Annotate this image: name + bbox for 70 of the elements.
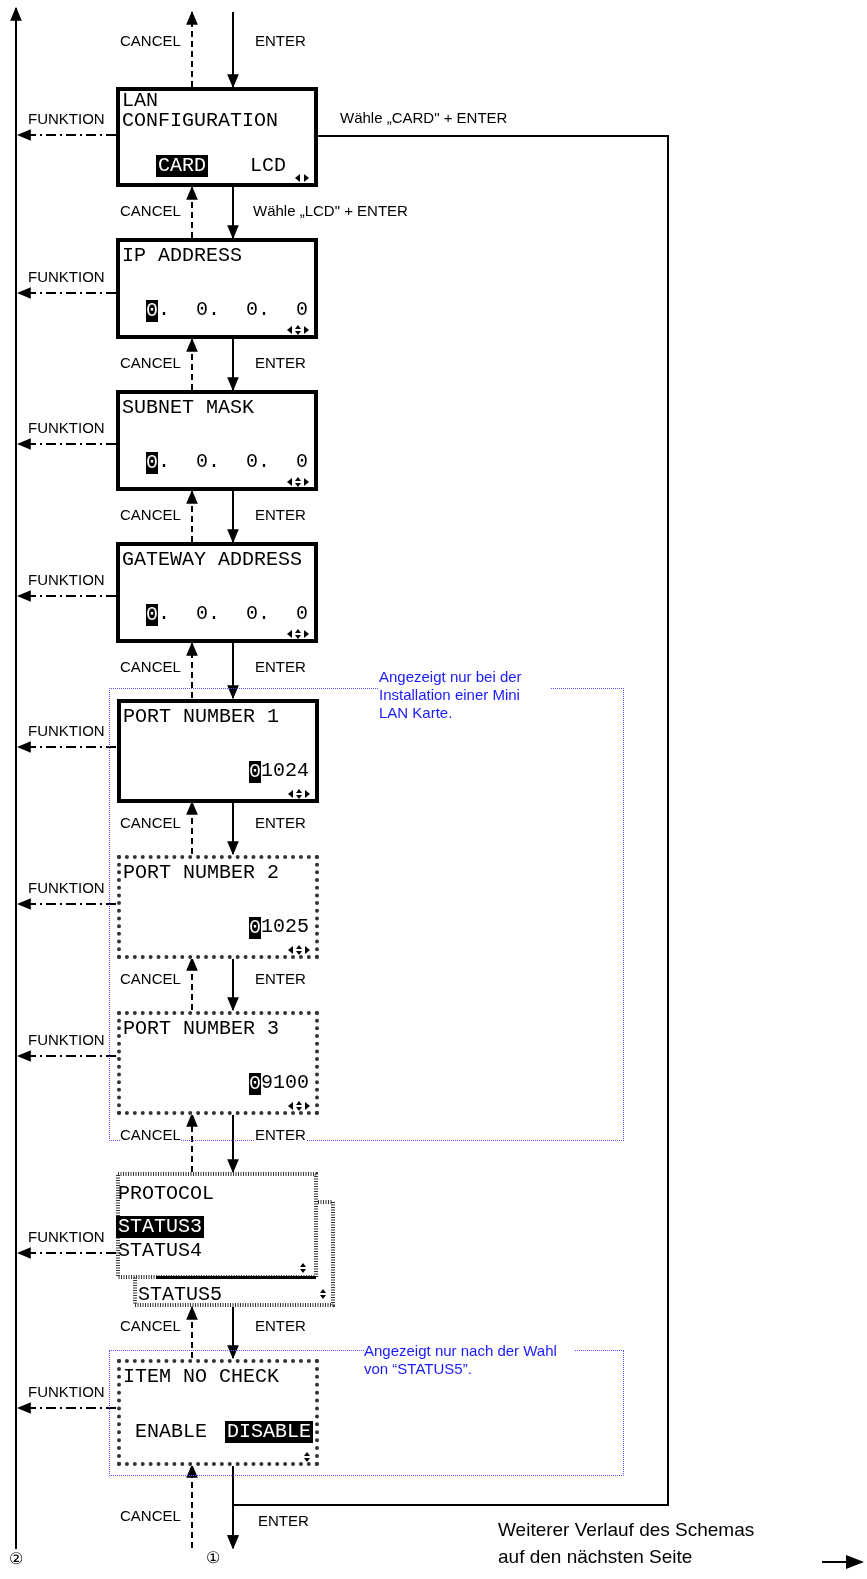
dash-dot-arrow [16, 898, 117, 910]
value-text: . 0. 0. 0 [157, 604, 308, 626]
dashed-arrow [186, 641, 198, 699]
dashed-arrow [186, 10, 198, 88]
selected-option: DISABLE [225, 1421, 313, 1443]
note-text: Weiterer Verlauf des Schemas auf den nächsten Seite [498, 1518, 756, 1569]
edge-label: Wähle „LCD" + ENTER [253, 203, 408, 220]
display-screen [116, 238, 318, 339]
screen-title: IP ADDRESS [122, 246, 243, 266]
display-screen [116, 542, 318, 643]
menu-option: STATUS4 [116, 1240, 204, 1262]
screen-title: PROTOCOL [118, 1184, 214, 1204]
circled-number: ② [6, 1549, 26, 1569]
arrow [227, 186, 239, 240]
arrow [227, 1306, 239, 1360]
dashed-arrow [186, 1305, 198, 1359]
display-screen [116, 1172, 335, 1307]
display-screen [116, 390, 318, 491]
dashed-arrow [186, 489, 198, 543]
arrow [227, 642, 239, 700]
edge-label: Wähle „CARD" + ENTER [340, 110, 508, 127]
edge-label: CANCEL [120, 1127, 181, 1144]
screen-title: PORT NUMBER 1 [123, 707, 280, 727]
screen-title: PORT NUMBER 2 [123, 863, 280, 883]
circled-number: ① [203, 1548, 223, 1568]
display-screen [117, 699, 319, 803]
value-text: 1025 [261, 917, 309, 939]
value-text: . 0. 0. 0 [157, 452, 308, 474]
dash-dot-arrow [16, 287, 117, 299]
cursor-digit: 0 [145, 604, 158, 626]
selected-option: STATUS3 [116, 1216, 204, 1238]
dash-dot-arrow [16, 1402, 117, 1414]
screen-title: SUBNET MASK [122, 398, 255, 418]
display-screen [116, 87, 318, 187]
arrow [227, 801, 239, 856]
dash-dot-arrow [16, 590, 117, 602]
dashed-arrow [186, 185, 198, 239]
arrow [227, 490, 239, 544]
dash-dot-arrow [16, 129, 117, 141]
dash-dot-arrow [16, 1247, 117, 1259]
arrow [227, 338, 239, 392]
arrow [227, 11, 239, 89]
cursor-digit: 0 [248, 917, 261, 939]
dashed-arrow [186, 337, 198, 391]
dash-dot-arrow [16, 741, 117, 753]
screen-title: PORT NUMBER 3 [123, 1019, 280, 1039]
menu-option: ENABLE [133, 1421, 209, 1443]
dash-dot-arrow [16, 1050, 117, 1062]
selected-option: CARD [156, 155, 208, 177]
screen-title: LAN CONFIGURATION [122, 91, 280, 131]
arrow [10, 6, 22, 1550]
value-text: 9100 [261, 1073, 309, 1095]
display-screen [117, 1011, 319, 1115]
cursor-digit: 0 [248, 1073, 261, 1095]
menu-option: STATUS5 [136, 1284, 224, 1306]
value-text: . 0. 0. 0 [157, 300, 308, 322]
screen-title: ITEM NO CHECK [123, 1367, 280, 1387]
arrow [227, 957, 239, 1012]
dash-dot-arrow [16, 438, 117, 450]
menu-option: LCD [248, 155, 288, 177]
screen-title: GATEWAY ADDRESS [122, 550, 303, 570]
value-text: 1024 [261, 761, 309, 783]
cursor-digit: 0 [248, 761, 261, 783]
arrow [227, 1113, 239, 1174]
cursor-digit: 0 [145, 300, 158, 322]
display-screen [117, 855, 319, 959]
cursor-digit: 0 [145, 452, 158, 474]
display-screen [117, 1359, 319, 1466]
arrow [227, 135, 669, 1550]
edge-label: ENTER [255, 1127, 306, 1144]
